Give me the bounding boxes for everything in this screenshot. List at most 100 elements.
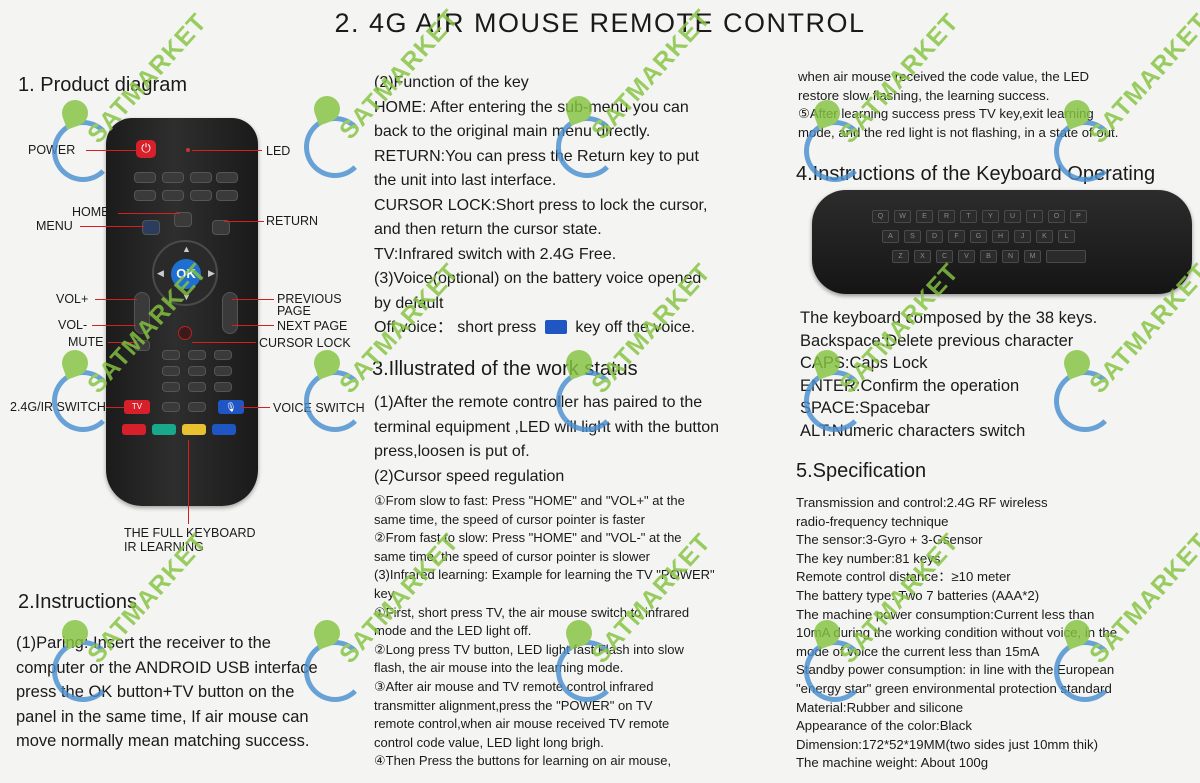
leader-line bbox=[118, 213, 180, 214]
key: O bbox=[1048, 210, 1065, 223]
function-line: (2)Function of the key bbox=[374, 74, 529, 91]
vol-down-key bbox=[190, 172, 212, 183]
keyboard-line: Backspace:Delete previous character bbox=[800, 331, 1074, 350]
play-key bbox=[134, 190, 156, 201]
num-key bbox=[214, 366, 232, 376]
return-key bbox=[212, 220, 230, 235]
detail-line: flash, the air mouse into the learning m… bbox=[374, 660, 624, 676]
label-menu: MENU bbox=[36, 219, 73, 233]
num-key bbox=[162, 382, 180, 392]
left-arrow-icon: ◀ bbox=[157, 268, 164, 278]
function-line: TV:Infrared switch with 2.4G Free. bbox=[374, 245, 617, 263]
spec-line: The sensor:3-Gyro + 3-Gsensor bbox=[796, 532, 983, 548]
detail-line: ③After air mouse and TV remote control i… bbox=[374, 678, 654, 694]
keyboard-row: A S D F G H J K L bbox=[882, 230, 1075, 243]
instructions-line: panel in the same time, If air mouse can bbox=[16, 707, 309, 726]
learning-continued: when air mouse received the code value, … bbox=[798, 68, 1118, 142]
key: M bbox=[1024, 250, 1041, 263]
leader-line bbox=[80, 226, 144, 227]
leader-line bbox=[108, 342, 136, 343]
up-arrow-icon: ▲ bbox=[182, 244, 191, 254]
leader-line bbox=[106, 407, 130, 408]
leader-line bbox=[86, 150, 136, 151]
detail-line: key bbox=[374, 585, 395, 601]
work-status-body: (1)After the remote controller has paire… bbox=[374, 391, 719, 489]
detail-line: ④Then Press the buttons for learning on … bbox=[374, 753, 672, 769]
leader-line bbox=[232, 299, 274, 300]
label-24g-ir-switch: 2.4G/IR SWITCH bbox=[10, 400, 106, 414]
blue-key bbox=[212, 424, 236, 435]
home-key bbox=[174, 212, 192, 227]
mute-key bbox=[134, 340, 150, 351]
key: P bbox=[1070, 210, 1087, 223]
keyboard-line: The keyboard composed by the 38 keys. bbox=[800, 309, 1098, 327]
num-key bbox=[188, 350, 206, 360]
forward-key bbox=[162, 172, 184, 183]
spec-line: Standby power consumption: in line with … bbox=[796, 662, 1115, 678]
keyboard-line: CAPS:Caps Lock bbox=[800, 354, 928, 372]
label-vol-minus: VOL- bbox=[58, 318, 88, 332]
volume-rocker bbox=[134, 292, 150, 334]
detail-line: same time, the speed of cursor pointer i… bbox=[374, 511, 645, 527]
power-button-icon: ⏻ bbox=[136, 140, 156, 158]
label-full-keyboard: THE FULL KEYBOARD bbox=[124, 526, 256, 540]
function-line: back to the original main menu directly. bbox=[374, 123, 651, 140]
detail-line: remote control,when air mouse received T… bbox=[374, 716, 670, 732]
spec-line: Transmission and control:2.4G RF wireles… bbox=[796, 495, 1048, 510]
mic-icon: 🎙 bbox=[218, 400, 244, 414]
key: H bbox=[992, 230, 1009, 243]
ok-button: OK bbox=[171, 259, 201, 289]
key: T bbox=[960, 210, 977, 223]
label-vol-plus: VOL+ bbox=[56, 292, 89, 306]
key: I bbox=[1026, 210, 1043, 223]
product-diagram-heading: 1. Product diagram bbox=[18, 74, 187, 96]
work-status-line: terminal equipment ,LED will light with … bbox=[374, 418, 720, 436]
keyboard-image: Q W E R T Y U I O P A S D F G H J K L Z … bbox=[812, 190, 1192, 294]
prev-key bbox=[190, 190, 212, 201]
spec-line: The machine weight: About 100g bbox=[796, 755, 989, 771]
off-voice-suffix: key off the voice. bbox=[575, 319, 696, 336]
off-voice-prefix: Off voice： short press bbox=[374, 319, 537, 336]
key: Q bbox=[872, 210, 889, 223]
key: A bbox=[882, 230, 899, 243]
label-ir-learning: IR LEARNING bbox=[124, 540, 204, 554]
mic-key-icon bbox=[544, 320, 567, 334]
key: B bbox=[980, 250, 997, 263]
specification-heading: 5.Specification bbox=[796, 460, 927, 482]
key: W bbox=[894, 210, 911, 223]
vol-up-key bbox=[216, 172, 238, 183]
detail-line: ②From fast to slow: Press "HOME" and "VO… bbox=[374, 530, 682, 546]
key: N bbox=[1002, 250, 1019, 263]
key: L bbox=[1058, 230, 1075, 243]
keyboard-body: The keyboard composed by the 38 keys. Ba… bbox=[800, 307, 1097, 442]
right-arrow-icon: ▶ bbox=[208, 268, 215, 278]
spec-line: radio-frequency technique bbox=[796, 513, 949, 529]
cursor-lock-key bbox=[178, 326, 192, 340]
remote-control-image: ⏻ OK ▲ ▼ ◀ ▶ bbox=[106, 118, 258, 506]
spec-line: Material:Rubber and silicone bbox=[796, 699, 964, 715]
continued-line: ⑤After learning success press TV key,exi… bbox=[798, 106, 1094, 122]
detail-line: ②Long press TV button, LED light fast Fl… bbox=[374, 641, 684, 657]
instructions-heading: 2.Instructions bbox=[18, 591, 137, 613]
green-key bbox=[152, 424, 176, 435]
leader-line bbox=[224, 221, 264, 222]
detail-line: (3)Infrared learning: Example for learni… bbox=[374, 567, 715, 583]
label-home: HOME bbox=[72, 205, 110, 219]
label-next-page: NEXT PAGE bbox=[277, 319, 348, 333]
red-key bbox=[122, 424, 146, 435]
spec-line: The machine power consumption:Current le… bbox=[796, 606, 1095, 622]
key: V bbox=[958, 250, 975, 263]
keyboard-row: Q W E R T Y U I O P bbox=[872, 210, 1087, 223]
function-line: the unit into last interface. bbox=[374, 172, 557, 189]
key: S bbox=[904, 230, 921, 243]
leader-line bbox=[192, 342, 256, 343]
keyboard-heading: 4.Instructions of the Keyboard Operating bbox=[796, 163, 1156, 185]
key: G bbox=[970, 230, 987, 243]
detail-line: same time, the speed of cursor pointer i… bbox=[374, 548, 651, 564]
keyboard-row: Z X C V B N M bbox=[892, 250, 1086, 263]
label-power: POWER bbox=[28, 143, 76, 157]
work-status-line: (2)Cursor speed regulation bbox=[374, 467, 565, 485]
key: D bbox=[926, 230, 943, 243]
keyboard-line: ENTER:Confirm the operation bbox=[800, 376, 1020, 395]
key: Z bbox=[892, 250, 909, 263]
